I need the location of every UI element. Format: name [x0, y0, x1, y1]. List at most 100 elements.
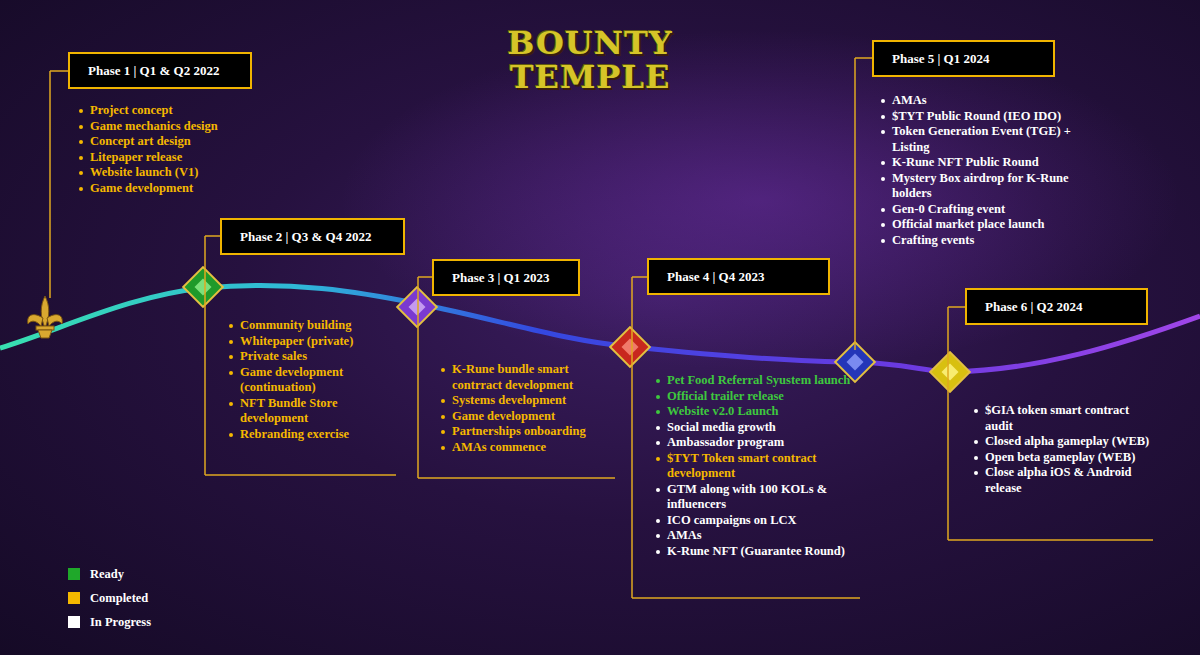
milestone-text: Game development [452, 409, 555, 423]
bracket-line [49, 71, 51, 298]
milestone-text: K-Rune NFT Public Round [892, 155, 1039, 169]
logo-title: BOUNTY TEMPLE [490, 26, 690, 94]
bullet-dot [79, 125, 83, 129]
milestone-item: NFT Bundle Store development [228, 396, 396, 427]
milestone-item: Community building [228, 318, 396, 334]
bracket-line [50, 70, 68, 72]
bullet-dot [229, 355, 233, 359]
milestone-text: Whitepaper (private) [240, 334, 353, 348]
milestone-text: AMAs [892, 93, 927, 107]
milestone-text: Crafting events [892, 233, 974, 247]
bullet-dot [441, 368, 445, 372]
bullet-dot [79, 171, 83, 175]
bullet-dot [229, 433, 233, 437]
legend-swatch [68, 568, 80, 580]
milestone-item: K-Rune bundle smart contrract developmen… [440, 362, 615, 393]
phase-group: Phase 5 | Q1 2024AMAs $TYT Public Round (… [872, 40, 1085, 248]
bullet-dot [656, 426, 660, 430]
milestone-item: Rebranding exercise [228, 427, 396, 443]
phase-heading: Phase 6 | Q2 2024 [965, 288, 1148, 325]
bracket-line [204, 236, 206, 475]
milestone-text: Open beta gameplay (WEB) [985, 450, 1135, 464]
phase-heading: Phase 5 | Q1 2024 [872, 40, 1055, 77]
gem-red [610, 327, 650, 367]
bullet-dot [881, 115, 885, 119]
milestone-item: Open beta gameplay (WEB) [973, 450, 1153, 466]
bullet-dot [229, 402, 233, 406]
milestone-list: Project conceptGame mechanics designConc… [78, 103, 288, 196]
milestone-text: $TYT Public Round (IEO IDO) [892, 109, 1061, 123]
bullet-dot [79, 156, 83, 160]
bullet-dot [881, 223, 885, 227]
phase-group: Phase 4 | Q4 2023Pet Food Referral Syust… [647, 258, 860, 559]
milestone-item: Close alpha iOS & Android release [973, 465, 1153, 496]
bullet-dot [441, 415, 445, 419]
bracket-line [418, 276, 432, 278]
bracket-line [632, 597, 860, 599]
phase-heading: Phase 4 | Q4 2023 [647, 258, 830, 295]
background-glow [340, 30, 1180, 370]
milestone-item: Ambassador program [655, 435, 860, 451]
milestone-text: Website launch (V1) [90, 165, 198, 179]
milestone-text: GTM along with 100 KOLs & influencers [667, 482, 827, 512]
phase-heading: Phase 2 | Q3 & Q4 2022 [220, 218, 405, 255]
gem-purple [397, 287, 437, 327]
bullet-dot [974, 456, 978, 460]
bullet-dot [79, 187, 83, 191]
milestone-text: Closed alpha gameplay (WEB) [985, 434, 1149, 448]
milestone-item: Closed alpha gameplay (WEB) [973, 434, 1153, 450]
milestone-text: Close alpha iOS & Android release [985, 465, 1131, 495]
milestone-item: Crafting events [880, 233, 1085, 249]
bracket-line [418, 477, 615, 479]
milestone-text: $GIA token smart contract audit [985, 403, 1129, 433]
milestone-text: Gen-0 Crafting event [892, 202, 1005, 216]
bullet-dot [656, 395, 660, 399]
fleur-ornament [28, 296, 63, 338]
bullet-dot [881, 99, 885, 103]
milestone-text: AMAs commence [452, 440, 546, 454]
milestone-item: Official trailer release [655, 389, 860, 405]
milestone-item: K-Rune NFT (Guarantee Round) [655, 544, 860, 560]
bracket-line [632, 276, 647, 278]
milestone-text: Token Generation Event (TGE) + Listing [892, 124, 1071, 154]
legend-text: Completed [90, 590, 148, 606]
milestone-text: Private sales [240, 349, 307, 363]
milestone-item: Website v2.0 Launch [655, 404, 860, 420]
bullet-dot [881, 130, 885, 134]
milestone-item: Systems development [440, 393, 615, 409]
milestone-item: Whitepaper (private) [228, 334, 396, 350]
milestone-item: Game mechanics design [78, 119, 288, 135]
milestone-item: Game development [78, 181, 288, 197]
phase-group: Phase 2 | Q3 & Q4 2022Community building… [220, 218, 405, 442]
milestone-text: $TYT Token smart contract development [667, 451, 816, 481]
bullet-dot [656, 441, 660, 445]
bracket-line [947, 307, 949, 540]
legend-text: In Progress [90, 614, 151, 630]
legend-swatch [68, 592, 80, 604]
phase-heading: Phase 3 | Q1 2023 [432, 259, 580, 296]
bullet-dot [229, 340, 233, 344]
bracket-line [948, 539, 1153, 541]
milestone-text: Ambassador program [667, 435, 784, 449]
bracket-line [205, 235, 220, 237]
bullet-dot [974, 440, 978, 444]
bullet-dot [881, 208, 885, 212]
bullet-dot [656, 488, 660, 492]
milestone-text: Social media growth [667, 420, 776, 434]
milestone-item: AMAs commence [440, 440, 615, 456]
milestone-text: Litepaper release [90, 150, 182, 164]
milestone-list: Community buildingWhitepaper (private)Pr… [228, 318, 396, 442]
milestone-text: NFT Bundle Store development [240, 396, 337, 426]
milestone-item: Website launch (V1) [78, 165, 288, 181]
milestone-text: Game mechanics design [90, 119, 218, 133]
milestone-text: Game development (continuation) [240, 365, 343, 395]
phase-group: Phase 3 | Q1 2023K-Rune bundle smart con… [432, 259, 615, 455]
milestone-text: Concept art design [90, 134, 191, 148]
bullet-dot [441, 446, 445, 450]
bullet-dot [229, 371, 233, 375]
bullet-dot [881, 177, 885, 181]
gem-green [183, 267, 223, 307]
phase-heading: Phase 1 | Q1 & Q2 2022 [68, 52, 252, 89]
gem-yellow [930, 352, 970, 392]
